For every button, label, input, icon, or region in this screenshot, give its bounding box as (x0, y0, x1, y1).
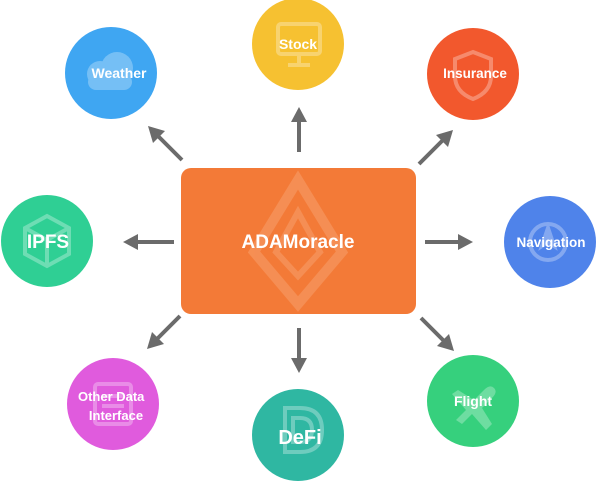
arrow-to-weather (148, 126, 184, 162)
other-data-label-line1: Other Data (78, 389, 145, 404)
stock-circle (252, 0, 344, 90)
other-data-interface-circle (67, 358, 159, 450)
arrow-to-stock (291, 107, 307, 152)
node-navigation: Navigation (504, 196, 596, 288)
flight-circle (427, 355, 519, 447)
adamoracle-logo-icon (247, 170, 349, 312)
node-stock: Stock (252, 0, 344, 90)
node-other-data-interface: Other Data Interface (67, 358, 159, 450)
arrow-to-insurance (417, 130, 453, 166)
insurance-circle (427, 28, 519, 120)
interface-icon (93, 382, 133, 426)
cube-icon (23, 213, 71, 269)
node-defi: DeFi (252, 389, 344, 481)
ipfs-label: IPFS (27, 232, 69, 253)
node-weather: Weather (65, 27, 157, 119)
insurance-label: Insurance (443, 66, 507, 81)
arrow-to-navigation (425, 234, 473, 250)
shield-icon (453, 49, 493, 102)
defi-icon (283, 406, 325, 454)
center-box (181, 168, 416, 314)
other-data-interface-label: Other Data Interface (78, 389, 148, 423)
ipfs-circle (1, 195, 93, 287)
cloud-icon (87, 52, 133, 90)
node-ipfs: IPFS (1, 195, 93, 287)
center-node: ADAMoracle (181, 168, 416, 314)
arrow-to-defi (291, 328, 307, 373)
defi-circle (252, 389, 344, 481)
airplane-icon (452, 386, 496, 430)
other-data-label-line2: Interface (89, 408, 143, 423)
navigation-circle (504, 196, 596, 288)
center-label: ADAMoracle (242, 232, 355, 253)
flight-label: Flight (454, 393, 492, 409)
stock-label: Stock (279, 36, 317, 52)
node-insurance: Insurance (427, 28, 519, 120)
arrow-to-ipfs (123, 234, 174, 250)
navigation-label: Navigation (516, 235, 585, 250)
node-flight: Flight (427, 355, 519, 447)
arrow-to-flight (419, 316, 454, 351)
weather-circle (65, 27, 157, 119)
compass-icon (528, 221, 568, 262)
monitor-icon (276, 22, 322, 67)
arrow-to-other-data-interface (147, 314, 182, 349)
defi-label: DeFi (278, 427, 321, 449)
weather-label: Weather (92, 65, 148, 81)
arrows (123, 107, 473, 373)
